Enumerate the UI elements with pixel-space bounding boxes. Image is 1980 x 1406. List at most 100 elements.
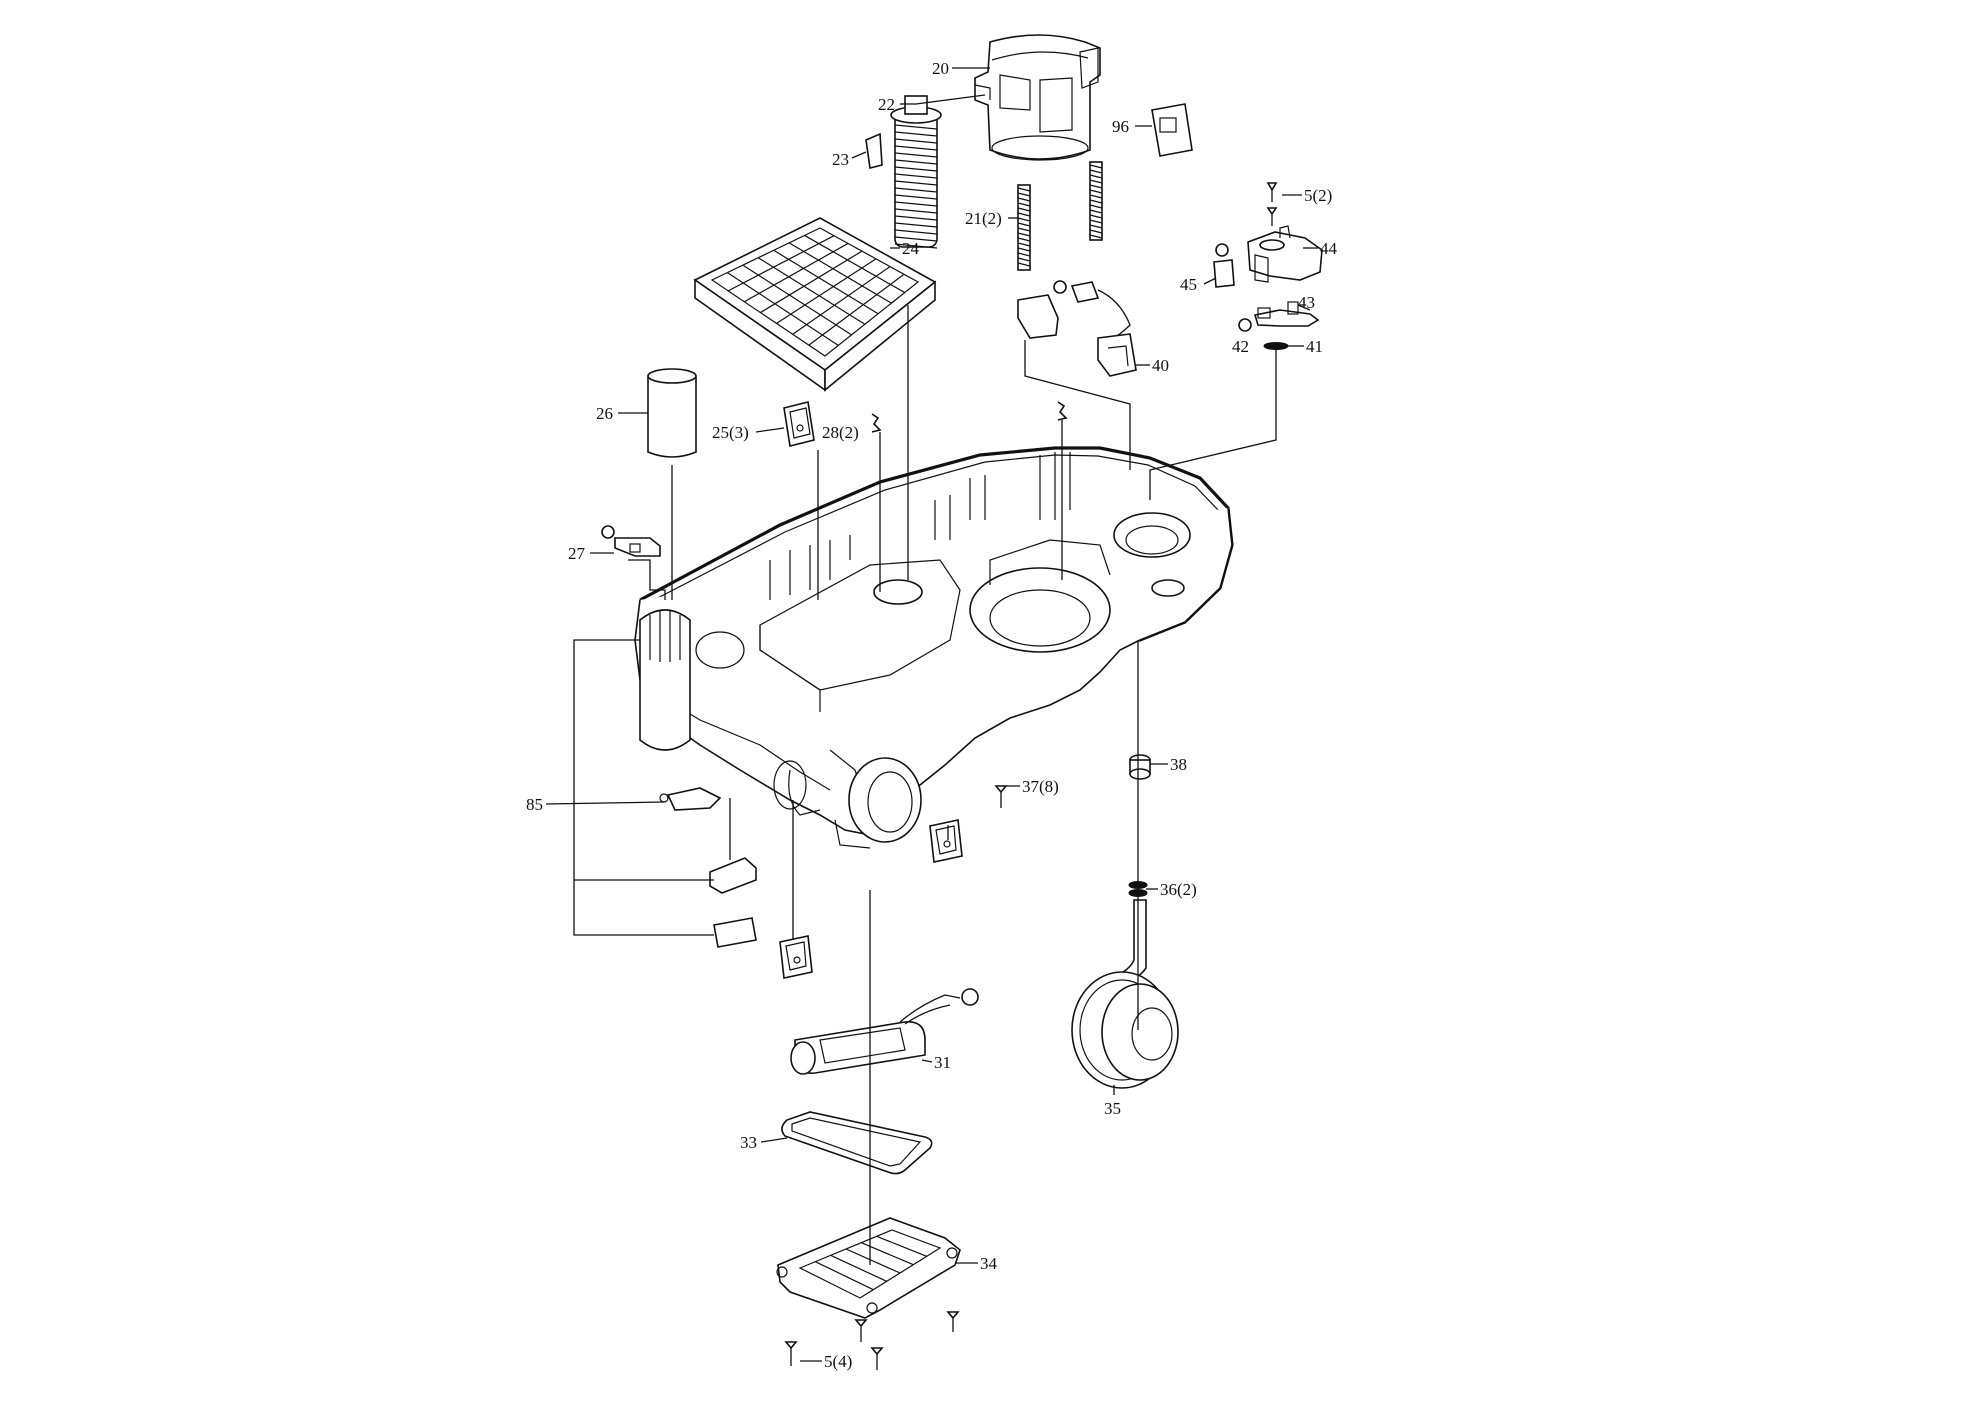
cover-rib [845,1248,901,1274]
part-5-screws-top [1266,182,1278,226]
spring-turn [1089,189,1103,194]
spring-turn [1017,192,1031,197]
coil-turn [894,138,938,144]
spring-turn [1017,252,1031,257]
spring-turn [1017,242,1031,247]
coil-turn [894,173,938,179]
coil-turn [894,152,938,158]
spring-turn [1017,257,1031,262]
part-43-switch [1253,301,1320,327]
grid-line [742,264,852,336]
part-5-screws-bottom [784,1311,960,1370]
leader-lines [545,67,1318,1362]
spring-turn [1089,199,1103,204]
grid-line [727,235,835,292]
coil-turn [894,208,938,214]
label-20: 20 [932,59,949,78]
label-41: 41 [1306,337,1323,356]
part-25-clip [783,401,815,447]
spring-turn [1017,202,1031,207]
coil-turn [894,194,938,200]
spring-turn [1017,237,1031,242]
label-23: 23 [832,150,849,169]
part-block-b [713,917,757,948]
part-25-clip-lower-left [779,935,813,979]
part-33-gasket [781,1111,933,1175]
part-45-bracket [1213,243,1235,288]
label-5-top: 5(2) [1304,186,1332,205]
coil-turn [894,187,938,193]
part-20-motor-housing [974,34,1101,161]
coil-turn [894,145,938,151]
part-27-sensor [601,525,661,557]
label-25: 25(3) [712,423,749,442]
grid-line [760,250,863,314]
part-35-wheel [1071,899,1179,1089]
grid-line [727,272,839,346]
coil-turn [894,159,938,165]
cover-rib [876,1235,927,1257]
grid-line [808,273,905,346]
coil-turn [894,243,938,249]
part-44-bracket-assembly [1247,225,1323,283]
spring-turn [1089,184,1103,189]
coil-turn [894,124,938,130]
part-26-cylinder [647,368,697,458]
spring-turn [1089,214,1103,219]
coil-turn [894,131,938,137]
spring-turn [1017,187,1031,192]
spring-turn [1089,224,1103,229]
coil-turn [894,236,938,242]
label-22: 22 [878,95,895,114]
part-42-pin [1238,318,1252,332]
label-21: 21(2) [965,209,1002,228]
label-36: 36(2) [1160,880,1197,899]
grid-line [743,242,849,303]
spring-turn [1089,219,1103,224]
part-41-washer [1263,342,1289,350]
spring-turn [1089,174,1103,179]
label-26: 26 [596,404,613,423]
label-33: 33 [740,1133,757,1152]
spring-turn [1017,232,1031,237]
spring-turn [1017,197,1031,202]
label-37: 37(8) [1022,777,1059,796]
spring-turn [1089,164,1103,169]
spring-turn [1089,194,1103,199]
label-31: 31 [934,1053,951,1072]
label-40: 40 [1152,356,1169,375]
spring-turn [1017,222,1031,227]
grid-line [773,249,879,315]
spring-turn [1089,204,1103,209]
label-38: 38 [1170,755,1187,774]
main-chassis [634,446,1234,849]
part-28-screw [871,401,1068,433]
coil-turn [894,215,938,221]
spring-turn [1017,262,1031,267]
part-22-coil-shaft [890,95,942,249]
part-31-battery [790,988,979,1075]
spring-turn [1089,169,1103,174]
coil-turn [894,166,938,172]
part-34-cover [776,1217,961,1319]
part-block-a [709,857,757,894]
label-44: 44 [1320,239,1338,258]
part-40-harness [1017,280,1137,377]
grid-line [804,234,906,294]
cover-rib [830,1254,887,1282]
spring-turn [1017,217,1031,222]
part-21-springs [1017,161,1103,271]
spring-turn [1089,179,1103,184]
part-38-bushing [1129,754,1151,780]
coil-turn [894,180,938,186]
spring-turn [1017,207,1031,212]
cover-rib [815,1261,874,1291]
label-96: 96 [1112,117,1129,136]
coil-turn [894,229,938,235]
spring-turn [1089,234,1103,239]
spring-turn [1089,229,1103,234]
grid-line [792,266,891,335]
label-35: 35 [1104,1099,1121,1118]
